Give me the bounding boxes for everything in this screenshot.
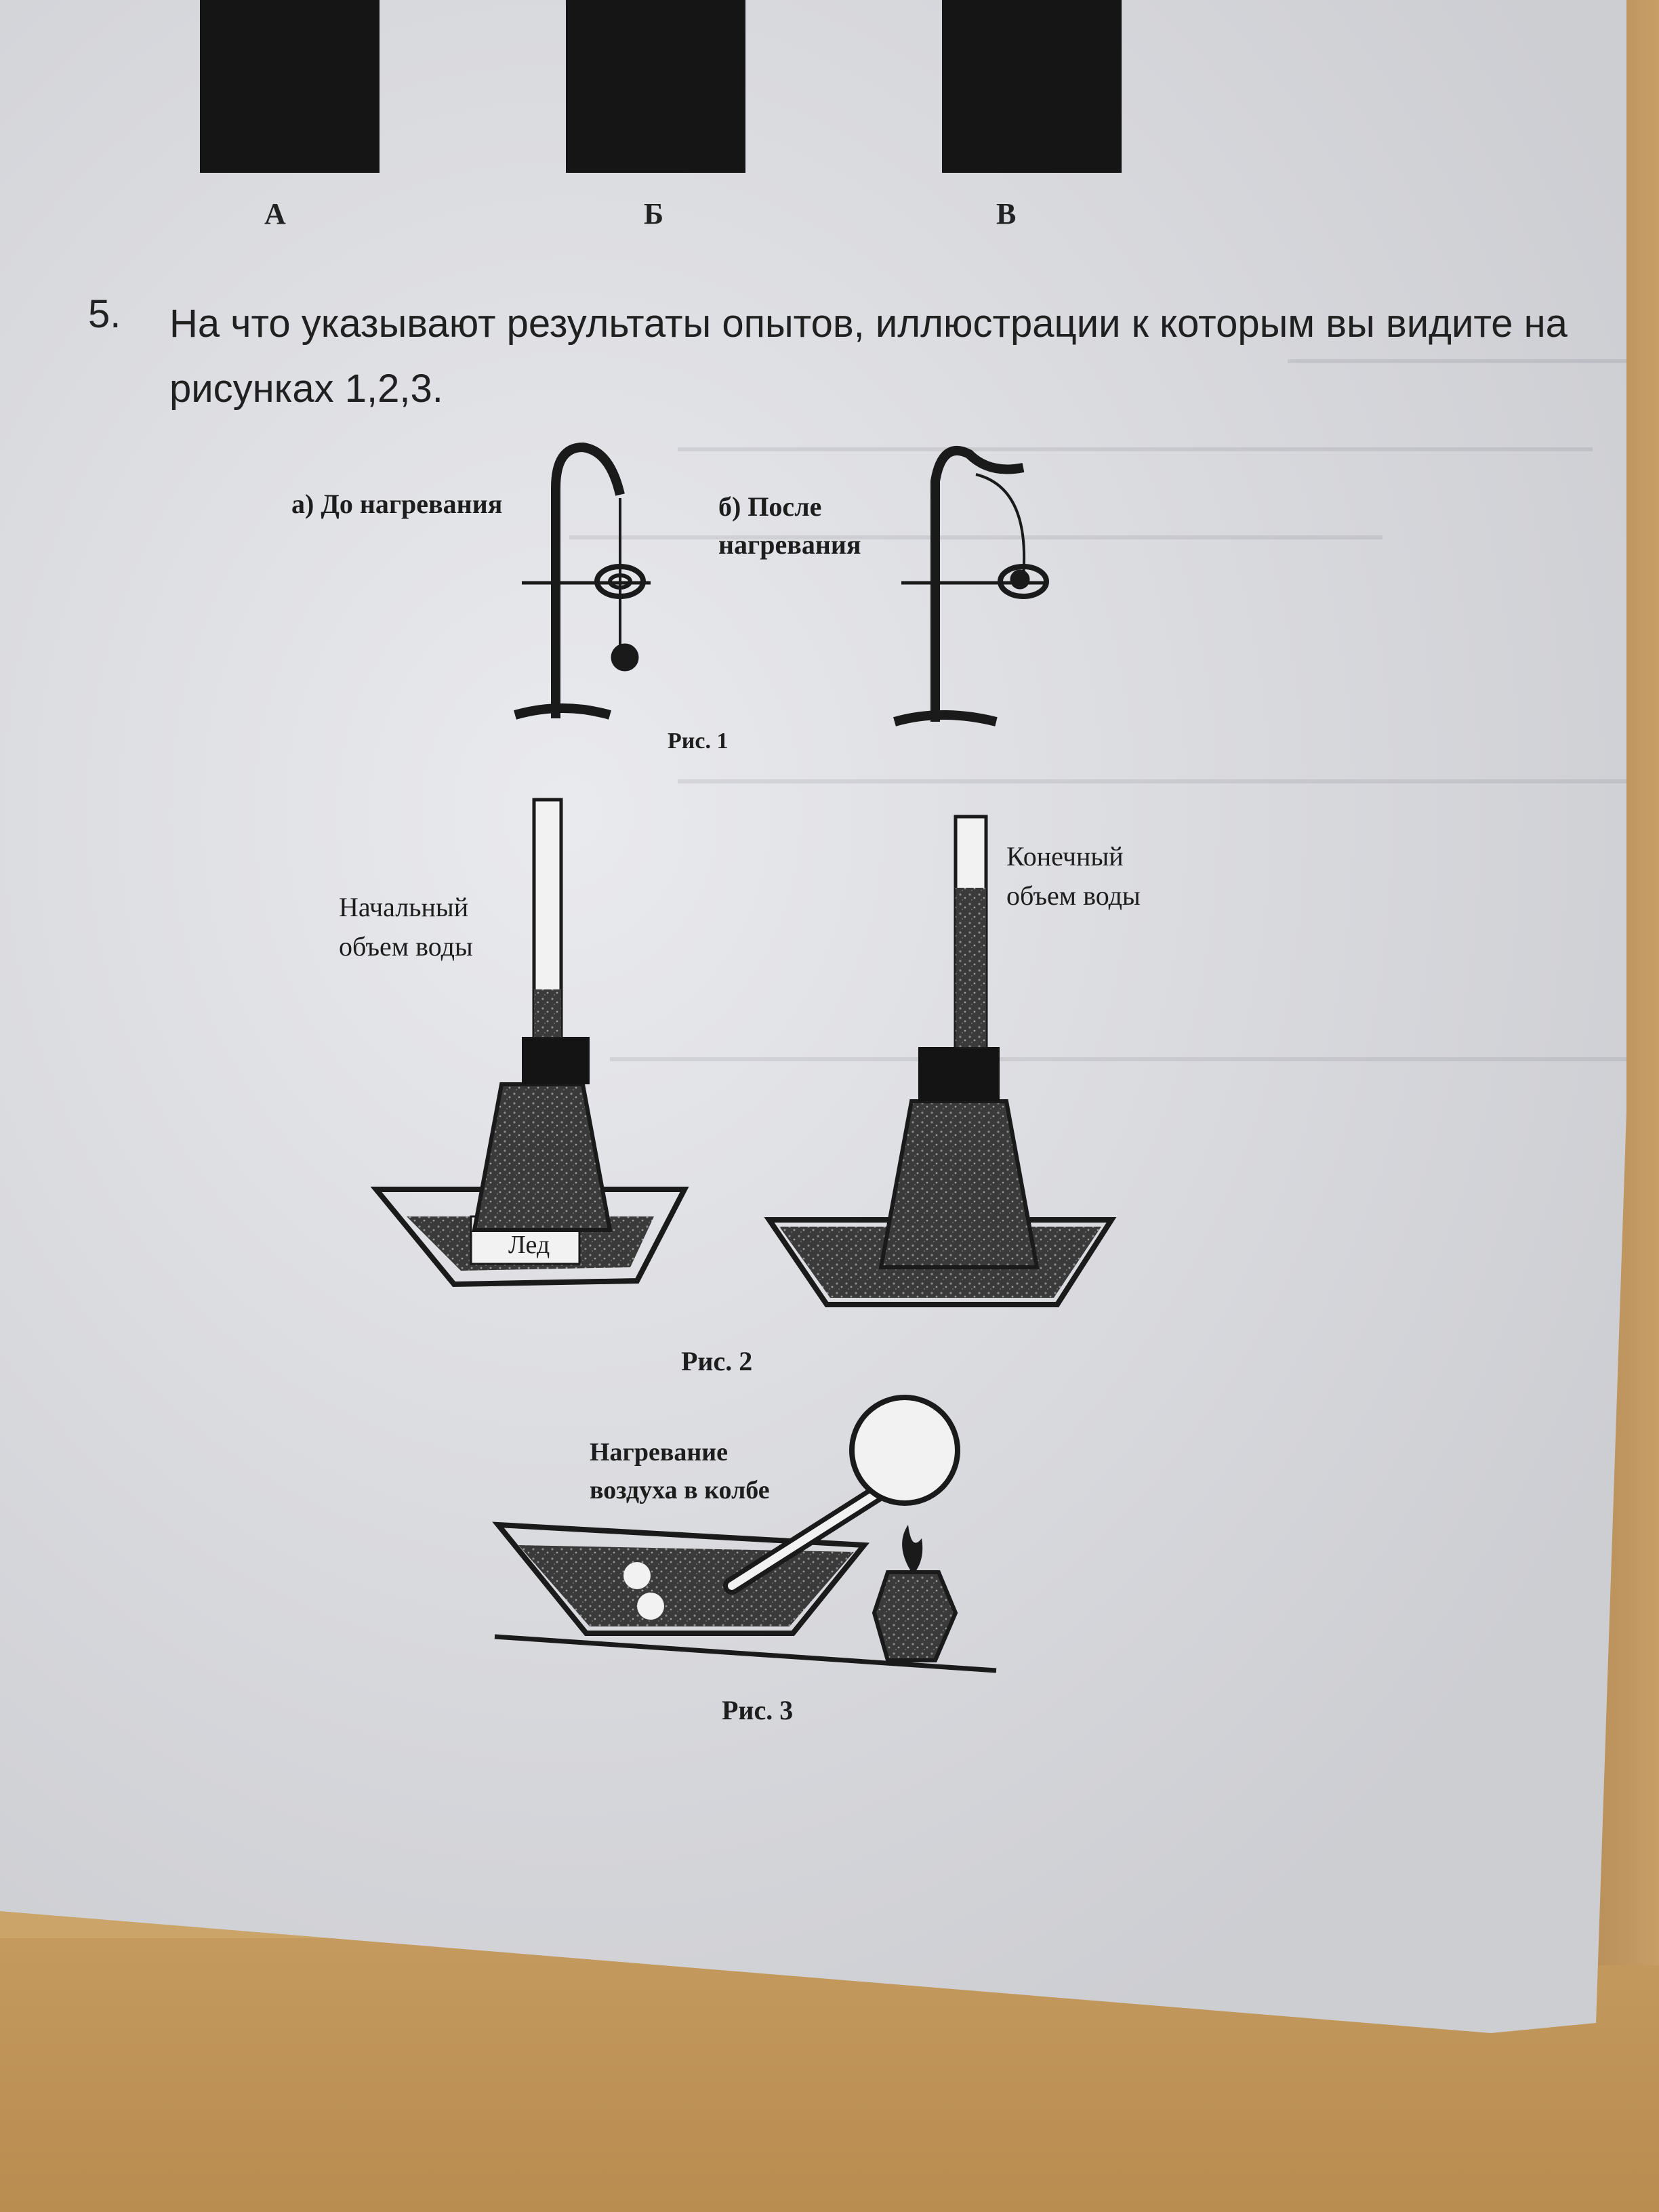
fig2-final-volume-label: Конечный объем воды [1006, 841, 1141, 911]
worksheet-page: А Б В 5. На что указывают результаты опы… [0, 0, 1626, 2033]
fig1-before-label: а) До нагревания [291, 489, 503, 519]
question-text: На что указывают результаты опытов, иллю… [169, 302, 1568, 411]
figure-label-v: В [996, 197, 1017, 230]
fig2-left-apparatus [370, 798, 689, 1288]
figure-square-v [942, 0, 1122, 173]
fig3-apparatus [492, 1395, 997, 1673]
fig2-right-apparatus [764, 815, 1117, 1307]
figure-label-a: А [264, 197, 286, 230]
question-number: 5. [88, 292, 121, 336]
fig3-heating-label: Нагревание воздуха в колбе [590, 1438, 770, 1504]
fig3-caption: Рис. 3 [722, 1695, 794, 1725]
fig2-caption: Рис. 2 [681, 1346, 753, 1376]
fig2-initial-volume-label: Начальный объем воды [339, 892, 473, 962]
fig1-after-label: б) После нагревания [718, 491, 861, 560]
fig2-ice-label: Лед [508, 1231, 550, 1259]
figure-label-b: Б [644, 197, 664, 230]
fig1-caption: Рис. 1 [668, 729, 729, 754]
experiment-diagrams [370, 442, 1117, 1673]
fig1-before-apparatus [514, 442, 651, 720]
figure-square-b [566, 0, 745, 173]
fig1-after-apparatus [893, 446, 1049, 726]
figure-square-a [200, 0, 380, 173]
